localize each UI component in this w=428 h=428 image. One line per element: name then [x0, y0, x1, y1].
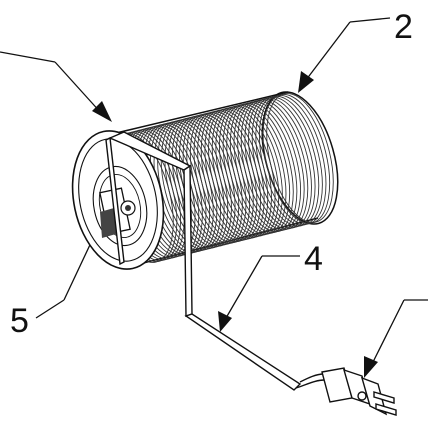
- coil-winding: [266, 93, 334, 223]
- label-2: 2: [394, 8, 413, 46]
- leader-2: [298, 17, 391, 93]
- label-4: 4: [304, 240, 323, 278]
- plug: [321, 367, 397, 416]
- leader-4: [218, 255, 300, 332]
- power-cord: [295, 373, 325, 389]
- cable-drum: [71, 91, 339, 270]
- leader-plug: [364, 299, 428, 378]
- label-5: 5: [10, 302, 29, 340]
- frame-bracket: [105, 131, 302, 391]
- leader-top-left: [0, 51, 112, 122]
